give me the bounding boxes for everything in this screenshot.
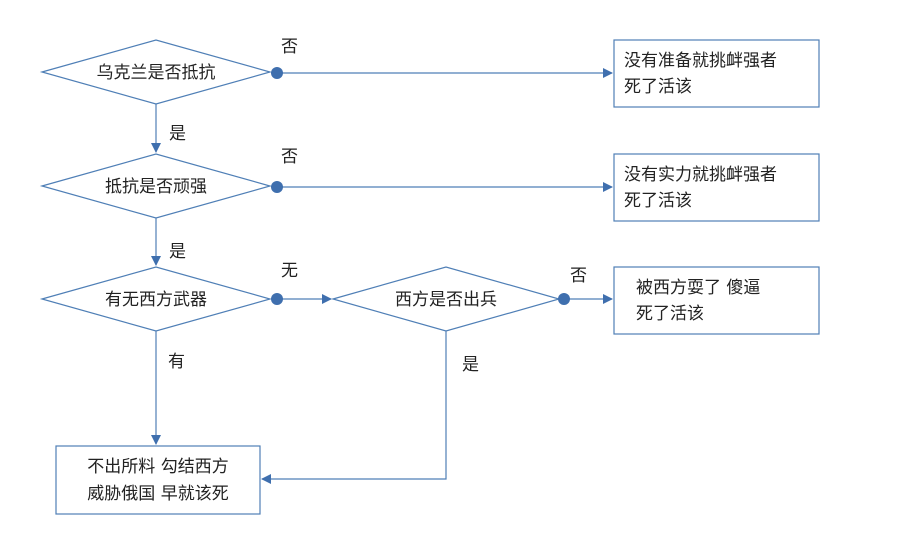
connector-dot-1 [271, 67, 283, 79]
result-box-3 [613, 266, 820, 335]
edge-label-d3-have: 有 [168, 352, 185, 372]
edge-label-d2-yes: 是 [169, 242, 186, 262]
decision-strong-label: 抵抗是否顽强 [105, 177, 207, 197]
result-2-line-1: 没有实力就挑衅强者 [624, 165, 777, 185]
result-box-2 [613, 153, 820, 222]
edge-d4-yes [261, 331, 447, 484]
edge-label-d1-no: 否 [281, 37, 298, 57]
decision-resist-shape [39, 39, 273, 105]
edge-label-d4-no: 否 [570, 266, 587, 286]
connector-dot-2 [271, 181, 283, 193]
result-3-line-2: 死了活该 [636, 304, 704, 324]
edge-label-d1-yes: 是 [169, 124, 186, 144]
connector-dot-4 [558, 293, 570, 305]
decision-resist-label: 乌克兰是否抵抗 [97, 63, 216, 83]
decision-strong-shape [39, 153, 273, 219]
decision-weapons-label: 有无西方武器 [105, 290, 207, 310]
result-1-line-2: 死了活该 [624, 77, 692, 97]
edge-label-d4-yes: 是 [462, 355, 479, 375]
result-4-line-1: 不出所料 勾结西方 [87, 457, 228, 477]
result-1-line-1: 没有准备就挑衅强者 [624, 51, 777, 71]
result-2-line-2: 死了活该 [624, 191, 692, 211]
result-box-4 [55, 445, 261, 515]
result-3-line-1: 被西方耍了 傻逼 [636, 278, 760, 298]
result-box-1 [613, 39, 820, 108]
decision-weapons-shape [39, 266, 273, 332]
connector-dot-3 [271, 293, 283, 305]
result-4-line-2: 威胁俄国 早就该死 [87, 484, 228, 504]
edge-label-d3-none: 无 [281, 261, 298, 281]
decision-west-troops-label: 西方是否出兵 [395, 290, 497, 310]
edge-label-d2-no: 否 [281, 147, 298, 167]
